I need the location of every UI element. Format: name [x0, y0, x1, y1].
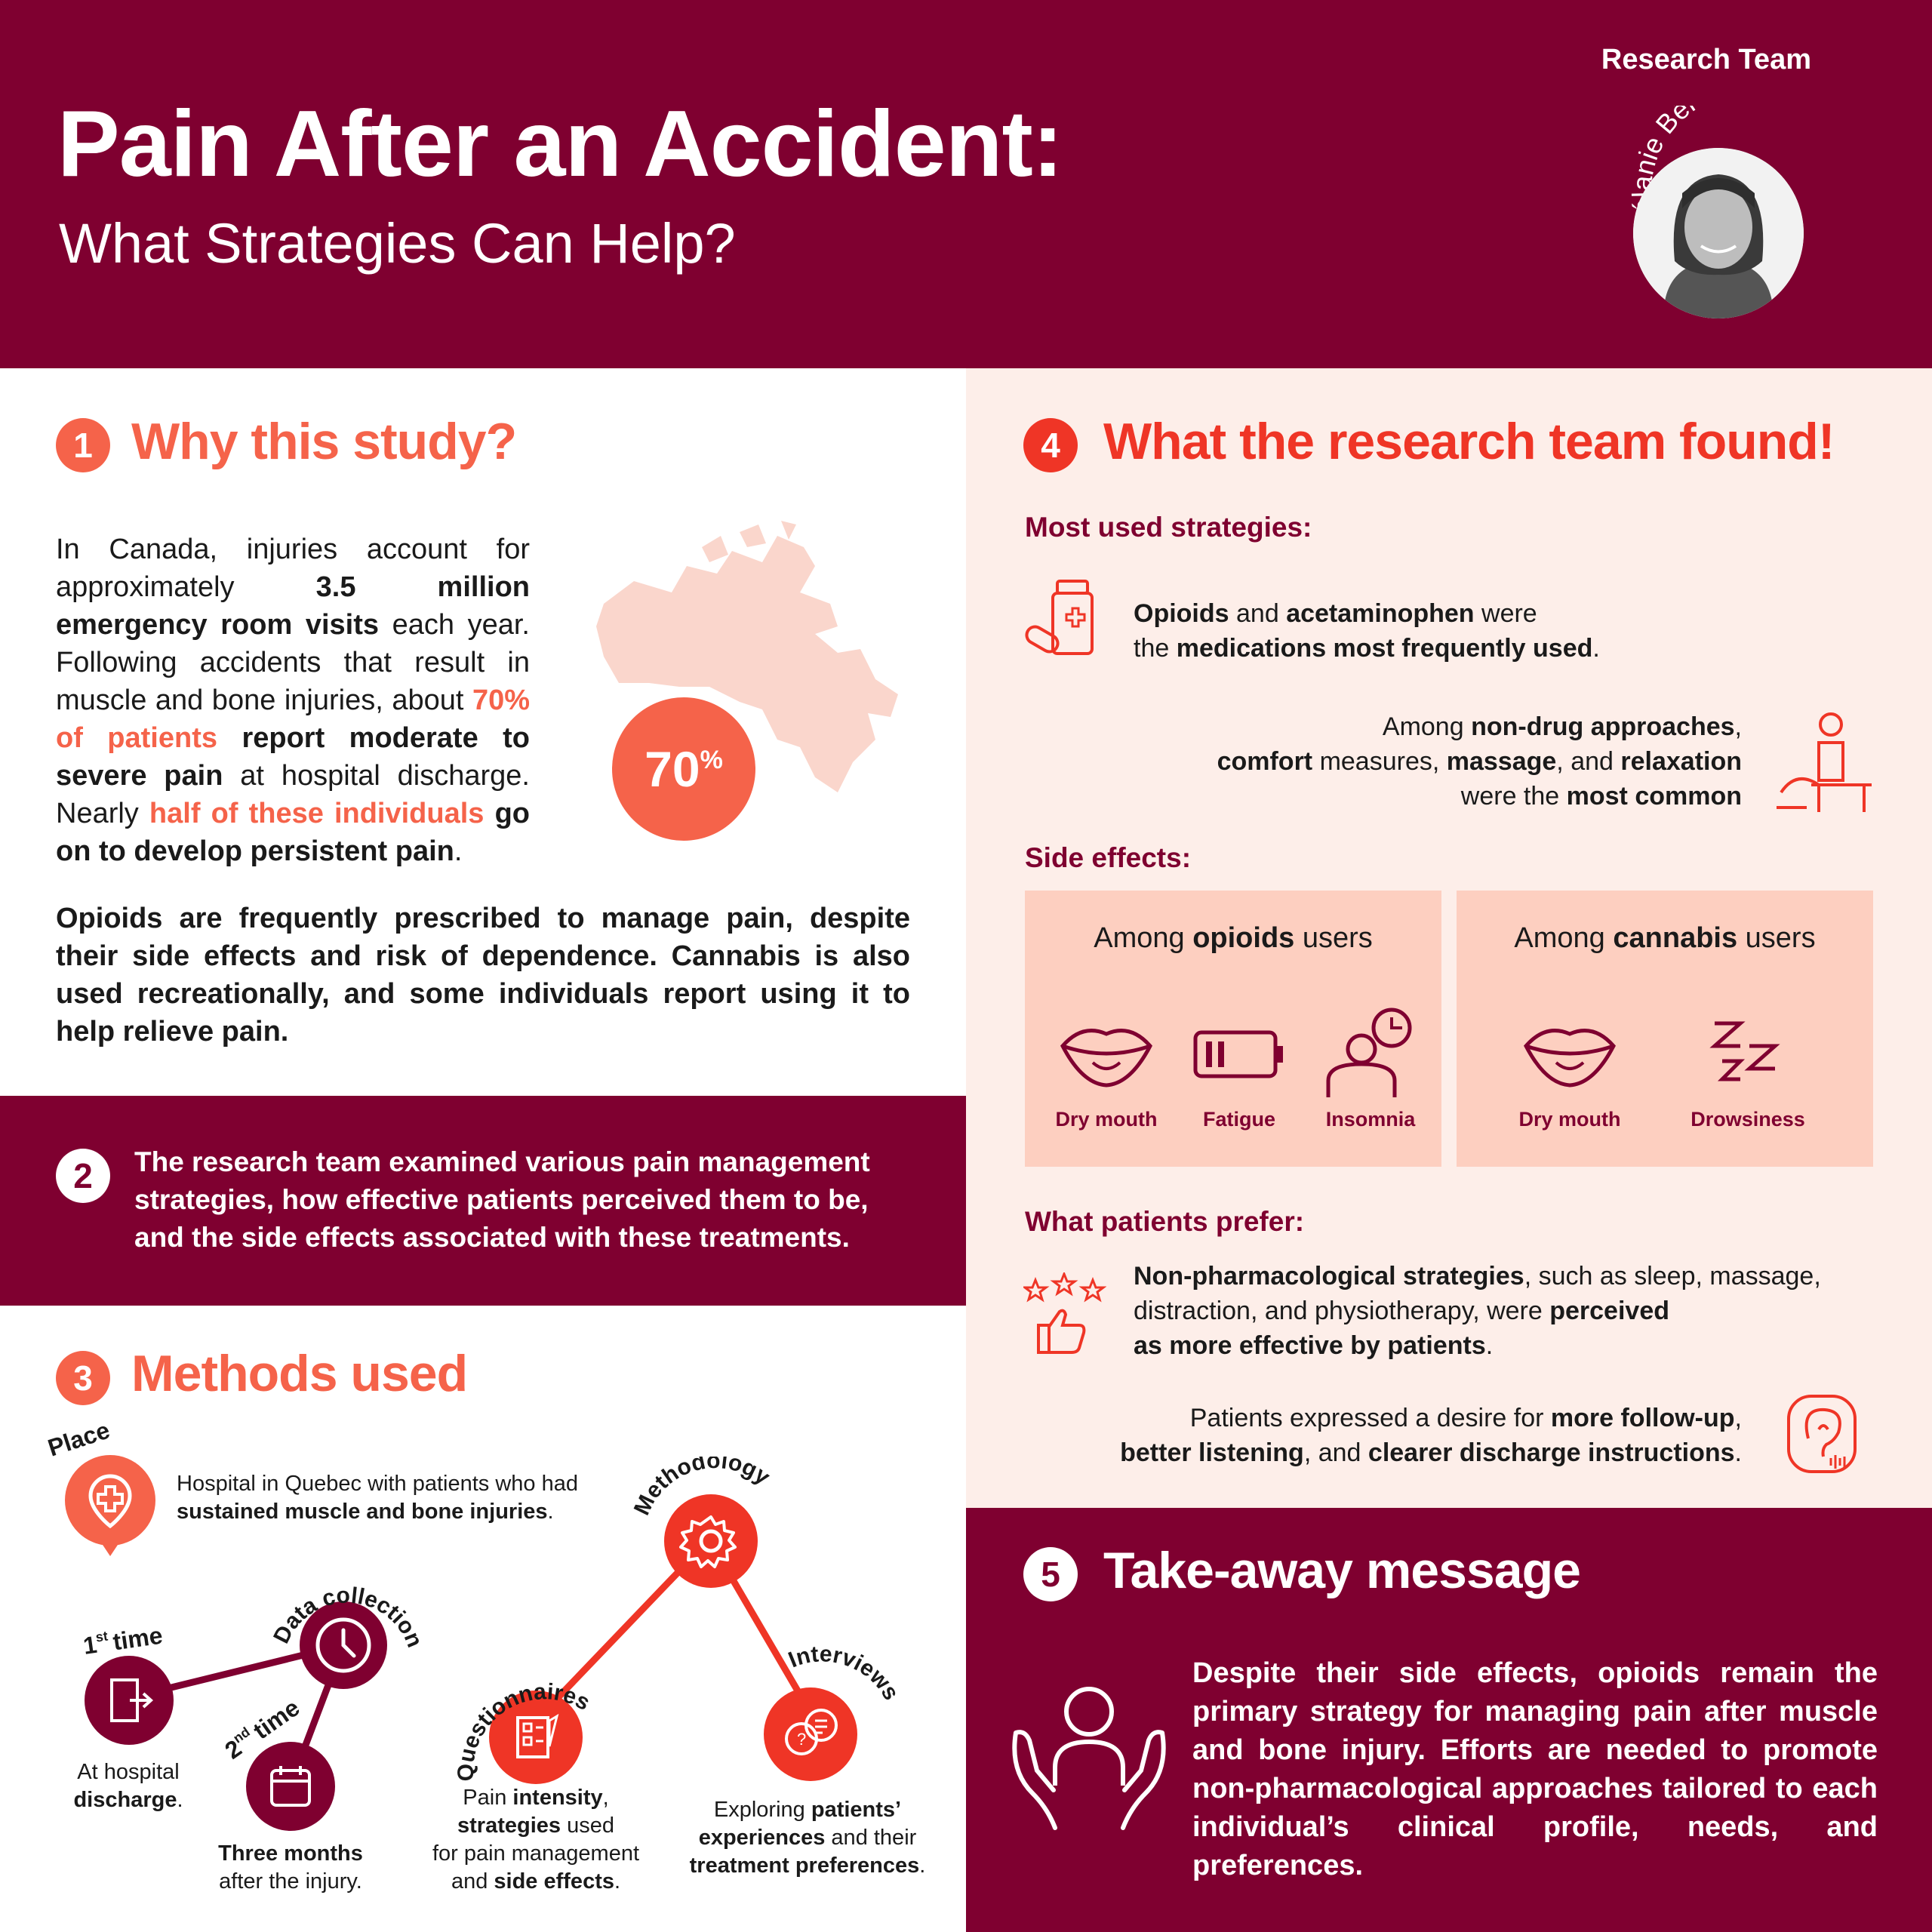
section-5-number: 5: [1023, 1547, 1078, 1601]
first-time-description: At hospital discharge.: [73, 1760, 183, 1812]
questionnaires-label: Questionnaires: [454, 1679, 594, 1782]
insomnia-icon: [1326, 1008, 1412, 1097]
caring-hands-person-icon: [1012, 1687, 1166, 1830]
methodology-label: Methodology: [632, 1457, 774, 1519]
cannabis-side-effects-box: [1457, 891, 1873, 1167]
header-banner: [0, 0, 1932, 368]
non-drug-finding: Among non-drug approaches, comfort measu…: [1217, 712, 1742, 811]
page-subtitle: What Strategies Can Help?: [59, 212, 736, 275]
place-pin-icon: [65, 1455, 155, 1556]
thumbs-up-stars-icon: [1023, 1272, 1106, 1354]
svg-text:Questionnaires: Questionnaires: [454, 1679, 594, 1782]
section-1-title: Why this study?: [131, 413, 517, 470]
non-pharmacological-finding: Non-pharmacological strategies, such as …: [1134, 1262, 1821, 1360]
section-2-text: The research team examined various pain …: [134, 1146, 870, 1253]
stat-70-percent-badge: 70%: [612, 697, 755, 841]
second-time-calendar-icon: [246, 1742, 335, 1831]
section-2-number: 2: [56, 1149, 110, 1203]
takeaway-message-text: Despite their side effects, opioids rema…: [1192, 1657, 1878, 1881]
research-team-label: Research Team: [1601, 44, 1811, 75]
drowsiness-zzz-icon: [1709, 1021, 1780, 1081]
cannabis-drowsiness-label: Drowsiness: [1690, 1108, 1805, 1131]
opioids-dry-mouth-label: Dry mouth: [1055, 1108, 1158, 1131]
follow-up-finding: Patients expressed a desire for more fol…: [1120, 1404, 1742, 1467]
cannabis-box-title: Among cannabis users: [1514, 922, 1816, 954]
member-portrait: [1633, 148, 1804, 318]
section-1-opioids-paragraph: Opioids are frequently prescribed to man…: [56, 903, 910, 1048]
place-label: Place: [45, 1419, 113, 1462]
section-3-number: 3: [56, 1351, 110, 1405]
most-used-heading: Most used strategies:: [1025, 512, 1312, 543]
page-title: Pain After an Accident:: [57, 92, 1063, 196]
side-effects-heading: Side effects:: [1025, 842, 1192, 873]
interviews-description: Exploring patients’ experiences and thei…: [689, 1798, 926, 1878]
methodology-gear-icon: [664, 1494, 758, 1588]
svg-text:Interviews: Interviews: [785, 1641, 903, 1704]
data-collection-label: Data collection: [272, 1583, 427, 1651]
massage-icon: [1777, 712, 1872, 812]
svg-text:?: ?: [797, 1730, 806, 1749]
svg-text:Methodology: Methodology: [632, 1457, 774, 1519]
patients-prefer-heading: What patients prefer:: [1025, 1206, 1305, 1237]
questionnaires-description: Pain intensity, strategies used for pain…: [432, 1786, 640, 1894]
interviews-label: Interviews: [785, 1641, 903, 1704]
medication-bottle-icon: [1025, 580, 1094, 655]
data-collection-clock-icon: [300, 1601, 387, 1689]
place-description: Hospital in Quebec with patients who had…: [177, 1472, 578, 1524]
cannabis-dry-mouth-label: Dry mouth: [1518, 1108, 1621, 1131]
svg-text:Data collection: Data collection: [272, 1583, 427, 1651]
canada-map-icon: [596, 521, 898, 792]
fatigue-battery-icon: [1193, 1030, 1283, 1078]
medication-finding: Opioids and acetaminophen were the medic…: [1134, 599, 1600, 663]
section-2-band: [0, 1096, 966, 1306]
listening-ear-icon: [1787, 1395, 1857, 1473]
interviews-chat-icon: ?: [764, 1687, 857, 1781]
opioids-box-title: Among opioids users: [1094, 922, 1373, 954]
first-time-door-icon: [85, 1656, 174, 1745]
section-4-title: What the research team found!: [1103, 413, 1835, 470]
questionnaires-icon: [489, 1690, 583, 1784]
opioids-fatigue-label: Fatigue: [1202, 1108, 1275, 1131]
takeaway-panel: [966, 1508, 1932, 1932]
section-1-number: 1: [56, 418, 110, 472]
dry-mouth-icon: [1060, 1029, 1153, 1088]
section-1-paragraph: In Canada, injuries account for approxim…: [56, 534, 531, 867]
section-4-number: 4: [1023, 418, 1078, 472]
svg-text:2ndtime: 2ndtime: [220, 1693, 305, 1764]
section-5-title: Take-away message: [1103, 1542, 1581, 1599]
opioids-insomnia-label: Insomnia: [1325, 1108, 1416, 1131]
section-3-title: Methods used: [131, 1345, 468, 1402]
dry-mouth-icon: [1523, 1029, 1617, 1088]
second-time-label: 2ndtime: [220, 1693, 305, 1764]
